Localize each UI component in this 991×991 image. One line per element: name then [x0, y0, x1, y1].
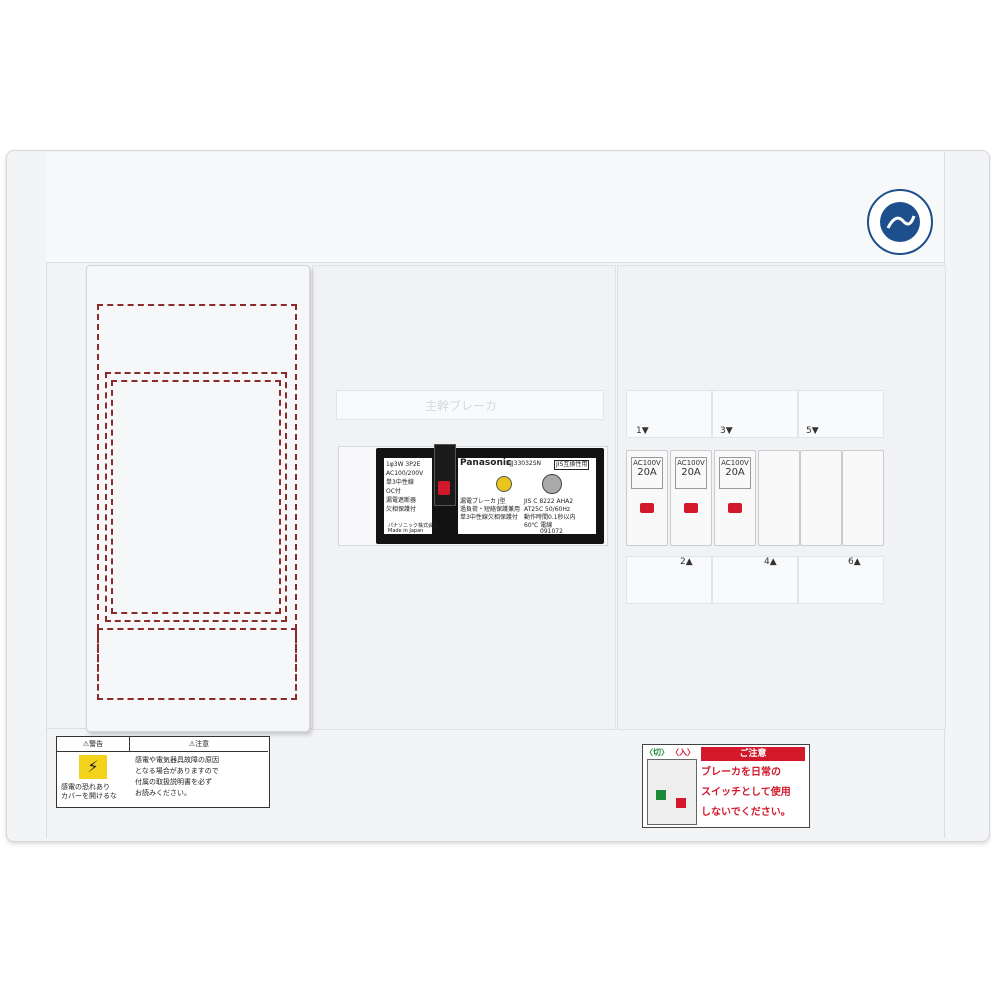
notice-label: 〈切〉 〈入〉 ご注意 ブレーカを日常の スイッチとして使用 しないでください。: [642, 744, 810, 828]
cover-inner-outline-2: [111, 380, 281, 614]
main-breaker-label-slot: 主幹ブレーカ: [336, 390, 604, 420]
warning-label: ⚠警告 ⚡ 感電の恐れあり カバーを開けるな ⚠注意 感電や電気器具故障の原因 …: [56, 736, 270, 808]
caution-title: 注意: [195, 740, 210, 748]
warning-title: 警告: [89, 740, 104, 748]
electric-hazard-icon: ⚡: [79, 755, 107, 779]
warning-header: ⚠警告: [57, 737, 130, 752]
rcd-spec-line: 単3中性線: [386, 479, 414, 486]
branch-number-3: 3▼: [720, 426, 733, 436]
branch-number-2: 2▲: [680, 557, 693, 567]
breaker-voltage: AC100V: [633, 459, 661, 467]
warning-line: カバーを開けるな: [61, 792, 117, 800]
branch-label-slot-3: [712, 390, 798, 438]
branch-number-6: 6▲: [848, 557, 861, 567]
main-breaker-toggle[interactable]: [434, 444, 456, 506]
notice-on-label: 〈入〉: [671, 748, 695, 757]
branch-number-5: 5▼: [806, 426, 819, 436]
main-breaker-rcd[interactable]: 1φ3W 3P2E AC100/200V 単3中性線 OC付 漏電遮断器 欠相保…: [376, 444, 604, 544]
jis-label: JIS互換性用: [554, 460, 590, 470]
panel-top-band: [46, 152, 944, 263]
test-button-indicator: [496, 476, 512, 492]
branch-breaker-2[interactable]: AC100V 20A: [670, 450, 712, 546]
caution-line: お読みください。: [135, 789, 191, 797]
rcd-spec-line: 欠相保護付: [386, 506, 417, 513]
main-breaker-cover[interactable]: [86, 265, 310, 732]
rcd-std-line: 動作時間0.1秒以内: [524, 514, 576, 521]
rcd-info-panel: Panasonic BJJ33032SN JIS互換性用 漏電ブレーカ J型 過…: [458, 458, 596, 535]
warning-text: 感電の恐れあり カバーを開けるな: [61, 783, 117, 801]
rcd-desc-line: 漏電ブレーカ J型: [460, 498, 506, 505]
illustration-off-toggle: [656, 790, 666, 800]
notice-line: スイッチとして使用: [701, 787, 791, 798]
breaker-toggle[interactable]: [728, 503, 742, 513]
main-breaker-label: 主幹ブレーカ: [425, 399, 498, 413]
branch-label-slot-1: [626, 390, 712, 438]
caution-line: 感電や電気器具故障の原因: [135, 756, 219, 764]
notice-title: ご注意: [739, 749, 767, 759]
breaker-amperage: 20A: [681, 467, 701, 478]
branch-breaker-1[interactable]: AC100V 20A: [626, 450, 668, 546]
warning-line: 感電の恐れあり: [61, 783, 110, 791]
notice-line: ブレーカを日常の: [701, 767, 781, 778]
brand-name: Panasonic: [460, 458, 512, 468]
panel-right-edge: [944, 152, 985, 838]
rcd-spec-line: 漏電遮断器: [386, 497, 417, 504]
rcd-desc-line: 単3中性線欠相保護付: [460, 514, 518, 521]
cover-inner-outline: [105, 372, 287, 622]
notice-line: しないでください。: [701, 807, 791, 818]
caution-text: 感電や電気器具故障の原因 となる場合がありますので 付属の取扱説明書を必ず お読…: [135, 755, 219, 799]
branch-label-slot-4: [712, 556, 798, 604]
warning-triangle-icon: ⚠: [82, 740, 90, 748]
rcd-spec-panel: 1φ3W 3P2E AC100/200V 単3中性線 OC付 漏電遮断器 欠相保…: [384, 458, 432, 534]
caution-triangle-icon: ⚠: [188, 740, 196, 748]
rcd-spec-line: AC100/200V: [386, 470, 424, 477]
panel-left-edge: [8, 152, 47, 838]
branch-number-1: 1▼: [636, 426, 649, 436]
caution-header: ⚠注意: [130, 737, 268, 752]
test-button[interactable]: [542, 474, 562, 494]
blank-slot-6: [842, 450, 884, 546]
branch-breaker-3[interactable]: AC100V 20A: [714, 450, 756, 546]
model-number: BJJ33032SN: [506, 460, 542, 467]
notice-off-label: 〈切〉: [645, 748, 669, 757]
made-in-label: Made in Japan: [388, 528, 424, 534]
rcd-serial: 091072: [540, 528, 563, 535]
branch-number-4: 4▲: [764, 557, 777, 567]
branch-label-slot-6: [798, 556, 884, 604]
branch-label-slot-2: [626, 556, 712, 604]
breaker-rating-box: AC100V 20A: [719, 457, 751, 489]
caution-line: 付属の取扱説明書を必ず: [135, 778, 212, 786]
illustration-on-toggle: [676, 798, 686, 808]
branch-label-slot-5: [798, 390, 884, 438]
toggle-on-indicator: [438, 481, 450, 495]
maker-label: パナソニック株式会社: [388, 523, 439, 529]
blank-slot-4: [758, 450, 800, 546]
certification-seal-icon: [866, 188, 934, 256]
caution-line: となる場合がありますので: [135, 767, 219, 775]
cover-lower-box: [97, 628, 297, 700]
notice-text: ブレーカを日常の スイッチとして使用 しないでください。: [701, 763, 805, 823]
rcd-spec-line: OC付: [386, 488, 401, 495]
rcd-std-line: JIS C 8222 AHA2: [524, 498, 574, 505]
rcd-desc-line: 過負荷・短絡保護兼用: [460, 506, 521, 513]
breaker-amperage: 20A: [637, 467, 657, 478]
blank-slot-5: [800, 450, 842, 546]
rcd-spec-line: 1φ3W 3P2E: [386, 461, 421, 468]
breaker-illustration-icon: [647, 759, 697, 825]
breaker-voltage: AC100V: [721, 459, 749, 467]
breaker-toggle[interactable]: [640, 503, 654, 513]
rcd-std-line: AT25C 50/60Hz: [524, 506, 570, 513]
breaker-amperage: 20A: [725, 467, 745, 478]
notice-title-bar: ご注意: [701, 747, 805, 761]
breaker-toggle[interactable]: [684, 503, 698, 513]
breaker-rating-box: AC100V 20A: [631, 457, 663, 489]
breaker-voltage: AC100V: [677, 459, 705, 467]
breaker-rating-box: AC100V 20A: [675, 457, 707, 489]
rcd-std-line: 60℃ 電線: [524, 522, 553, 529]
